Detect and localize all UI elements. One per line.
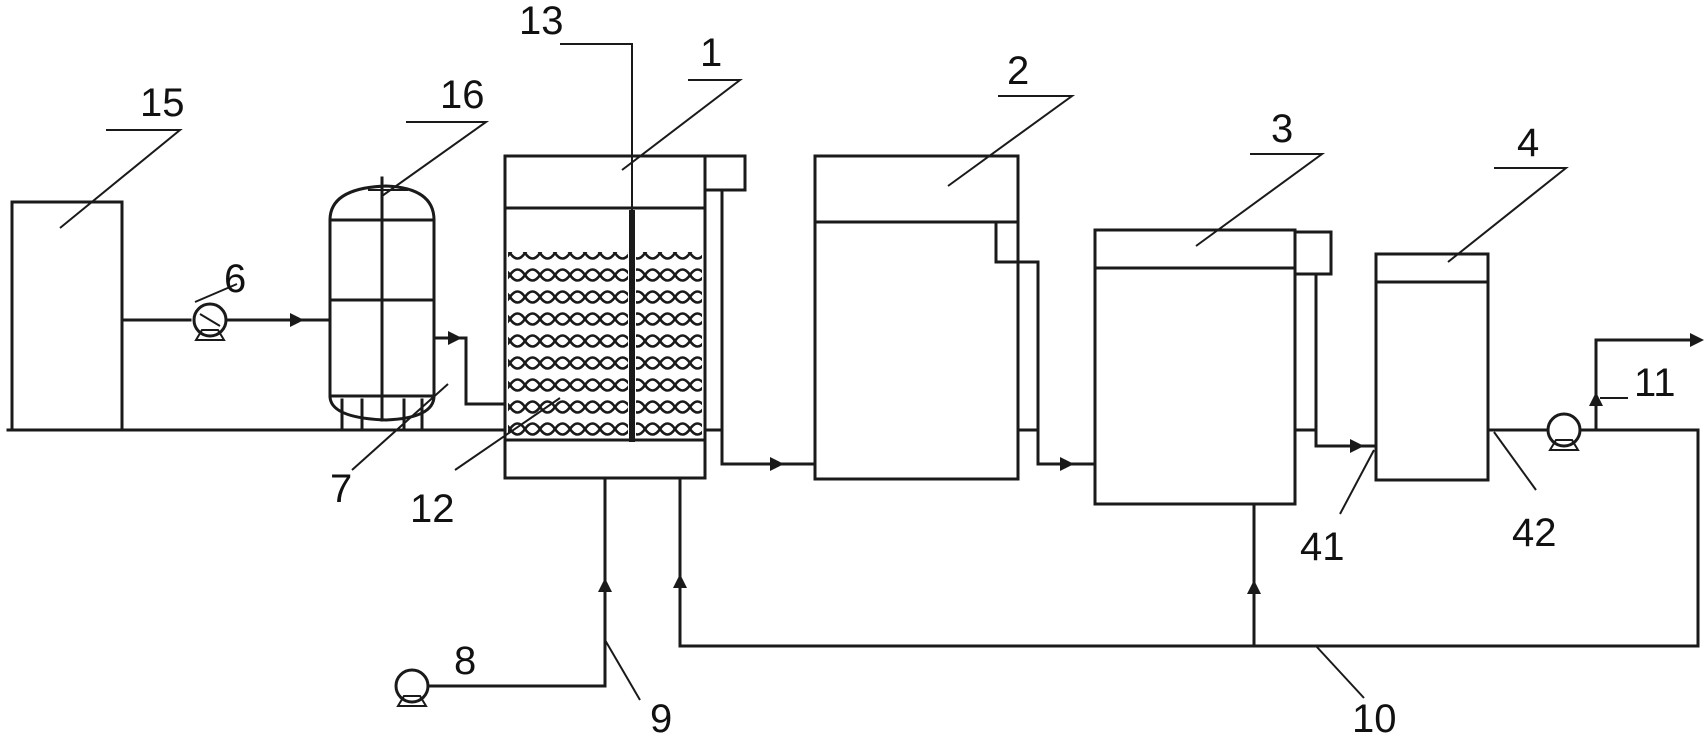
tank-15 xyxy=(10,200,124,432)
tank-4 xyxy=(1374,252,1490,482)
label-7: 7 xyxy=(330,467,352,511)
label-1: 1 xyxy=(700,31,722,75)
flow-arrow xyxy=(1060,457,1074,471)
tank-2 xyxy=(813,154,1020,481)
flow-arrow-out xyxy=(1690,333,1704,347)
leader-13 xyxy=(560,43,633,230)
label-16: 16 xyxy=(440,73,485,117)
leader-12 xyxy=(454,397,561,471)
label-15: 15 xyxy=(140,81,185,125)
label-2: 2 xyxy=(1007,49,1029,93)
leader-16 xyxy=(381,121,490,197)
flow-arrow-up xyxy=(673,574,687,588)
flow-arrow-up xyxy=(1247,580,1261,594)
filter-vessel-16 xyxy=(328,176,436,432)
pipe-41 xyxy=(1314,272,1380,448)
leader-42 xyxy=(1493,431,1537,491)
leader-3 xyxy=(1195,153,1326,247)
leader-41 xyxy=(1339,449,1375,515)
air-line-9 xyxy=(428,476,607,688)
label-11: 11 xyxy=(1634,361,1676,405)
media-packing-right xyxy=(636,252,702,438)
flow-arrow xyxy=(770,457,784,471)
flow-arrow xyxy=(290,313,304,327)
flow-arrow-up xyxy=(1589,392,1603,406)
overflow-box-1 xyxy=(703,154,747,192)
leader-6 xyxy=(194,283,238,303)
pump-6 xyxy=(192,302,228,341)
leader-7 xyxy=(351,383,449,471)
tank-3 xyxy=(1093,228,1297,506)
flow-arrow xyxy=(448,331,462,345)
label-6: 6 xyxy=(224,257,246,301)
label-10: 10 xyxy=(1352,697,1397,741)
flow-arrow-up xyxy=(598,578,612,592)
leader-2 xyxy=(947,95,1076,187)
overflow-box-3 xyxy=(1293,230,1333,276)
blower-8 xyxy=(394,668,430,707)
label-9: 9 xyxy=(650,697,672,741)
label-41: 41 xyxy=(1300,525,1345,569)
pipe-2-to-3 xyxy=(994,220,1097,466)
label-8: 8 xyxy=(454,639,476,683)
leader-15 xyxy=(59,129,183,229)
label-3: 3 xyxy=(1271,107,1293,151)
pipe-7 xyxy=(432,336,507,406)
label-12: 12 xyxy=(410,487,455,531)
media-packing-left xyxy=(508,252,628,438)
leader-10 xyxy=(1315,645,1365,699)
label-42: 42 xyxy=(1512,511,1557,555)
leader-9 xyxy=(604,639,641,701)
pipe-1-outlet xyxy=(703,188,724,432)
flow-arrow xyxy=(1350,439,1364,453)
leader-1 xyxy=(621,79,743,171)
label-4: 4 xyxy=(1517,121,1539,165)
return-pipe-10 xyxy=(678,428,1700,648)
pump-11 xyxy=(1546,412,1582,451)
leader-4 xyxy=(1447,167,1569,263)
label-13: 13 xyxy=(519,0,564,43)
